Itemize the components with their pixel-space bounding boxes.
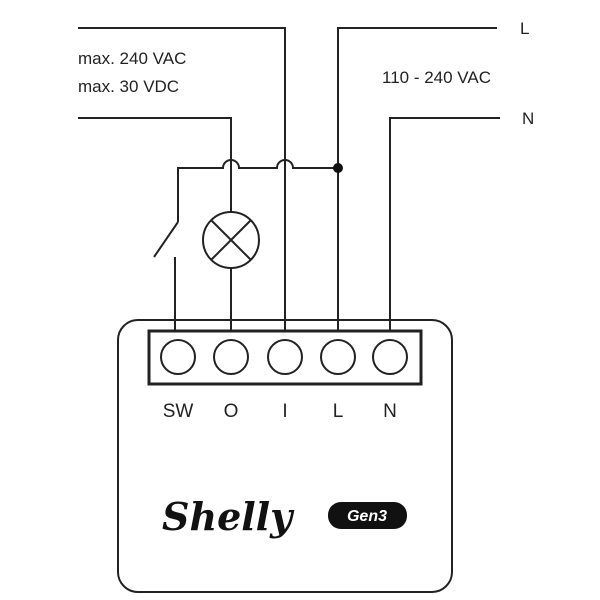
- neutral-label: N: [522, 109, 534, 128]
- max-dc-rating: max. 30 VDC: [78, 77, 179, 96]
- terminal-screws: [160, 339, 408, 375]
- gen3-badge: [328, 502, 407, 529]
- terminal-label-o: O: [224, 401, 239, 422]
- supply-voltage: 110 - 240 VAC: [382, 68, 491, 87]
- terminal-o: [213, 339, 249, 375]
- neutral-wire: [389, 117, 500, 330]
- line-wire: [337, 27, 497, 330]
- terminal-label-i: I: [282, 401, 287, 422]
- input-wire: [78, 27, 286, 330]
- terminal-n: [372, 339, 408, 375]
- terminal-label-sw: SW: [163, 401, 194, 422]
- output-wire: [78, 117, 232, 212]
- terminal-sw: [160, 339, 196, 375]
- line-label: L: [520, 19, 529, 38]
- junction-dot: [333, 163, 343, 173]
- terminal-i: [267, 339, 303, 375]
- terminal-label-l: L: [333, 401, 344, 422]
- shelly-device: [117, 319, 453, 593]
- switch-icon: [153, 221, 179, 330]
- gen3-label: Gen3: [347, 508, 387, 525]
- switch-feed-wire: [177, 159, 338, 222]
- terminal-block: [147, 329, 423, 386]
- terminal-label-n: N: [383, 401, 397, 422]
- terminal-l: [320, 339, 356, 375]
- shelly-logo: Shelly: [162, 494, 295, 539]
- lamp-icon: [202, 211, 260, 269]
- max-ac-rating: max. 240 VAC: [78, 49, 186, 68]
